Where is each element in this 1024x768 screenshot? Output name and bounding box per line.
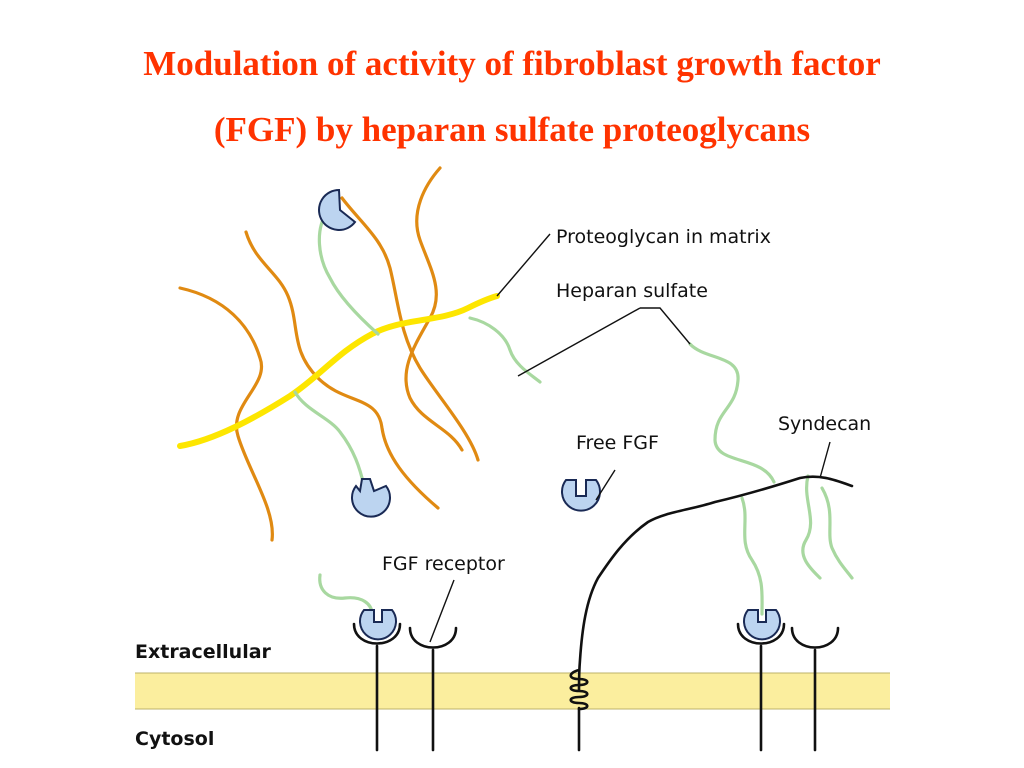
hs-chain-top-left <box>317 210 380 336</box>
label-proteoglycan-in-matrix: Proteoglycan in matrix <box>556 226 771 248</box>
hs-chain-lower <box>293 390 366 488</box>
leader-heparan-right <box>640 307 691 345</box>
label-heparan-sulfate: Heparan sulfate <box>556 280 708 302</box>
fgf-bound-matrix-bottom <box>351 478 391 518</box>
fgf-receptor-3 <box>736 622 786 752</box>
leader-fgf-receptor <box>429 579 455 643</box>
matrix-fiber-3 <box>340 196 480 462</box>
proteoglycan-core-protein <box>177 293 500 449</box>
fgf-bound-receptor-left <box>359 609 397 641</box>
heparan-sulfate-chains <box>293 210 854 616</box>
label-syndecan: Syndecan <box>778 413 871 435</box>
leader-heparan-left <box>517 307 641 377</box>
title-line-2: (FGF) by heparan sulfate proteoglycans <box>213 110 811 149</box>
fgf-receptor-4 <box>790 626 840 752</box>
fgf-receptor-2 <box>408 626 458 752</box>
fgf-molecules <box>318 188 781 641</box>
matrix-fiber-2 <box>244 230 440 510</box>
hs-chain-syndecan-1 <box>688 342 776 484</box>
hs-chain-receptor-left <box>318 573 374 616</box>
syndecan-transmembrane-helix <box>569 668 589 711</box>
syndecan-core-protein <box>577 475 854 752</box>
title-line-1: Modulation of activity of fibroblast gro… <box>143 44 881 83</box>
leader-proteoglycan <box>496 233 551 297</box>
fgf-receptor-1 <box>352 622 402 752</box>
label-fgf-receptor: FGF receptor <box>382 553 505 575</box>
leader-syndecan <box>819 441 831 479</box>
matrix-fiber-1 <box>178 286 274 542</box>
leader-free-fgf <box>595 469 616 501</box>
free-fgf-molecule <box>561 479 601 512</box>
plasma-membrane <box>135 673 890 709</box>
hs-chain-syndecan-3 <box>801 474 822 580</box>
label-cytosol: Cytosol <box>135 728 214 750</box>
fgf-bound-receptor-right <box>743 609 781 641</box>
label-extracellular: Extracellular <box>135 641 272 663</box>
hs-chain-syndecan-4 <box>820 486 854 580</box>
fgf-receptors <box>352 622 840 752</box>
hs-chain-right-of-core <box>468 316 542 384</box>
leader-lines <box>429 233 831 643</box>
label-free-fgf: Free FGF <box>576 432 659 454</box>
matrix-fiber-4 <box>404 166 464 452</box>
hs-chain-syndecan-2 <box>740 496 764 616</box>
fgf-bound-matrix-top <box>318 188 357 231</box>
